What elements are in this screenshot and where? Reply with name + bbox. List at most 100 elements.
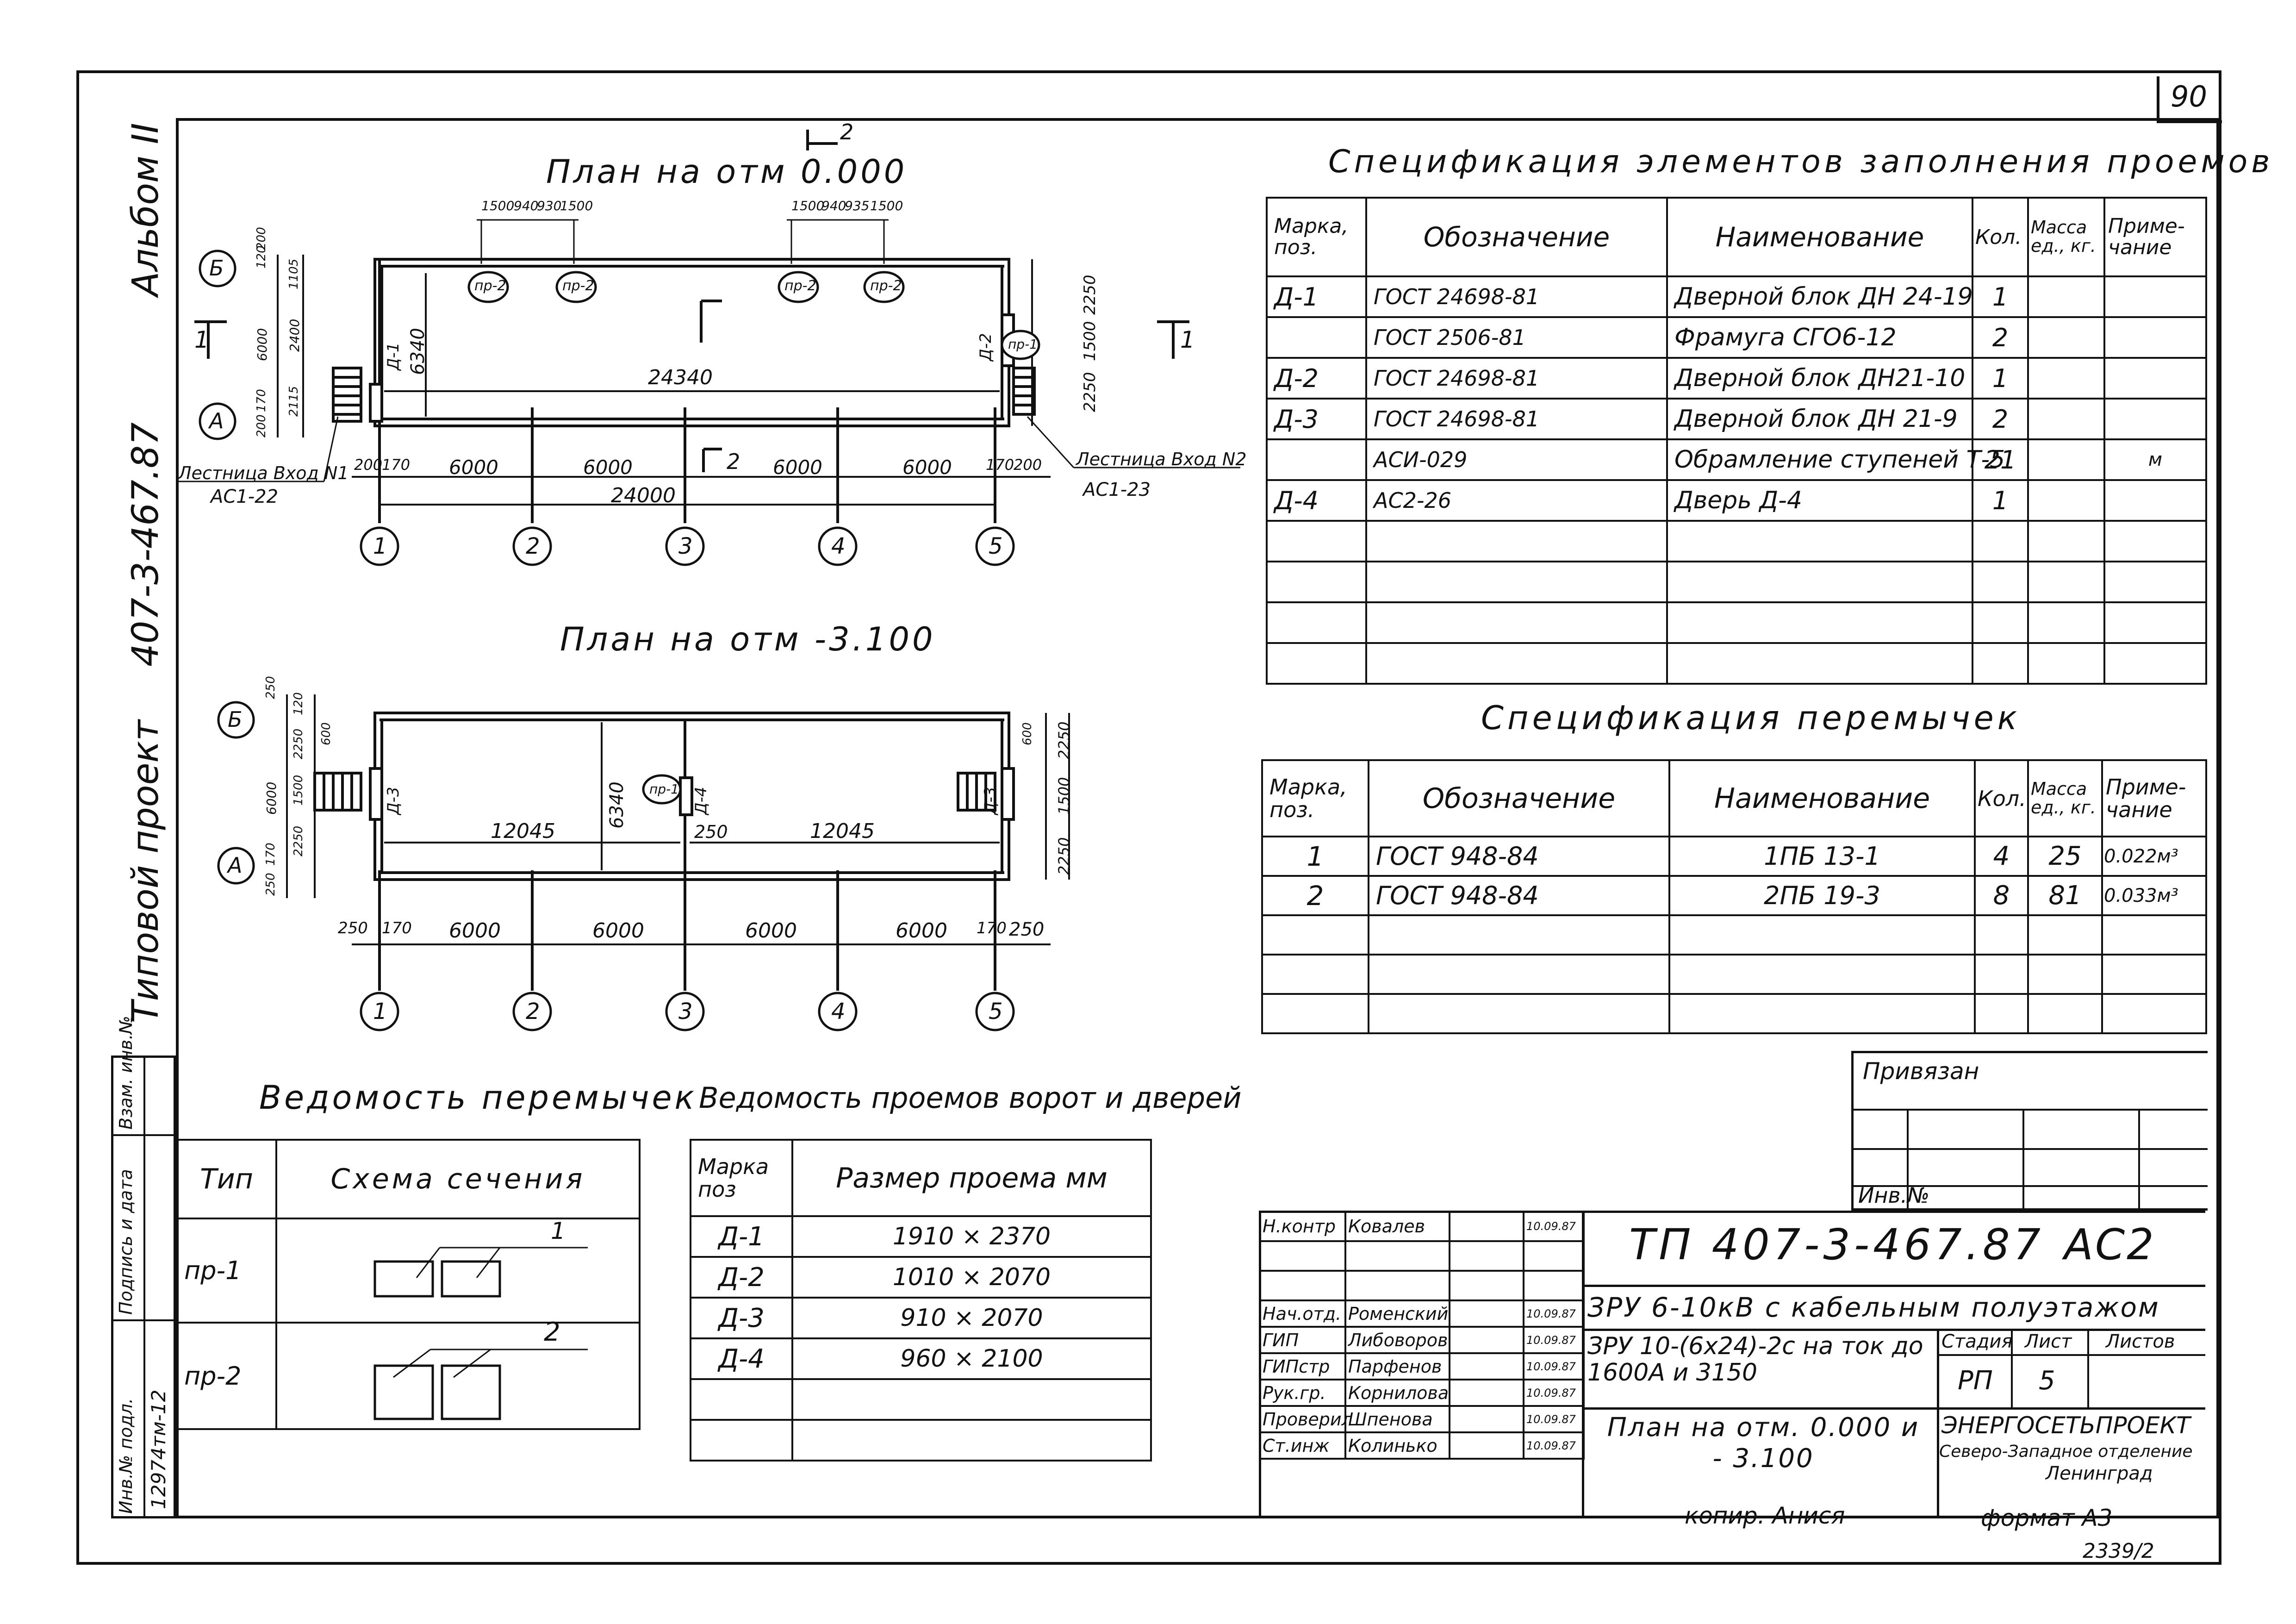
spec-openings-row-cell: [2027, 520, 2105, 562]
staff-role: Ст.инж: [1259, 1431, 1346, 1460]
lintel-callout-2: 2: [544, 1317, 560, 1347]
staff-name: Ковалев: [1344, 1211, 1450, 1242]
spec-lintels-row-cell: [2101, 914, 2207, 956]
staff-date: [1523, 1240, 1585, 1272]
spec-openings-row-cell: 21: [1972, 438, 2029, 481]
spec-openings-header-mass: Масса ед., кг.: [2027, 197, 2105, 277]
footer-archive: 2339/2: [2083, 1539, 2154, 1563]
door-list-row: [690, 1378, 1152, 1421]
spec-openings-row-cell: [1266, 316, 1367, 359]
plan-bottom-dim-bottom-3: 6000: [449, 919, 501, 943]
plan-top-dim-top-3: 930: [537, 198, 562, 213]
opening-pr2-3: пр-2: [784, 278, 816, 294]
spec-openings-row-cell: [2027, 601, 2105, 644]
plan-bottom-dim-left-9: 250: [264, 873, 278, 896]
lintel-list-header-type: Тип: [176, 1139, 277, 1219]
spec-openings-row: [1266, 520, 2207, 562]
staff-name: [1344, 1240, 1450, 1272]
spec-openings-row-cell: [1666, 601, 1973, 644]
title-subtitle: ЗРУ 6-10кВ с кабельным полуэтажом: [1587, 1292, 2160, 1323]
title-block-row-divider: [1582, 1285, 2205, 1287]
door-d3-right-label: Д-3: [981, 787, 1000, 815]
spec-openings-header-row: Марка, поз. Обозначение Наименование Кол…: [1266, 197, 2207, 277]
spec-lintels-header-note: Приме-чание: [2101, 759, 2207, 837]
plan-bottom-dim-bottom-2: 170: [382, 919, 412, 937]
plan-top-dim-top-5: 1500: [791, 198, 825, 213]
staff-date: 10.09.87: [1523, 1211, 1585, 1242]
spec-openings-row-cell: [2103, 357, 2207, 400]
stage-row-divider: [1937, 1354, 2205, 1356]
binding-grid-col: [2138, 1109, 2140, 1211]
spec-lintels-row-cell: 0.033м³: [2101, 875, 2207, 916]
spec-lintels-row-cell: [1974, 954, 2029, 995]
plan-top-dim-bottom-4: 6000: [583, 456, 633, 479]
plan-top-dim-right-2: 1500: [1081, 321, 1099, 361]
spec-lintels-header-row: Марка, поз. Обозначение Наименование Кол…: [1261, 759, 2207, 837]
staff-date: 10.09.87: [1523, 1405, 1585, 1433]
spec-lintels-row-cell: 1: [1261, 836, 1369, 877]
plan-top-axis-3: 3: [678, 533, 693, 559]
door-list-row-cell: 960 × 2100: [791, 1337, 1152, 1380]
title-code: ТП 407-3-467.87: [1629, 1220, 2045, 1269]
plan-bottom-dim-bottom-1: 250: [338, 919, 368, 937]
spec-lintels-row-cell: 1ПБ 13-1: [1668, 836, 1976, 877]
lintel-list-scheme-2: [275, 1322, 641, 1430]
staff-row: [1259, 1240, 1585, 1272]
plan-top-axis-1: 1: [373, 533, 387, 559]
staff-date: 10.09.87: [1523, 1326, 1585, 1354]
spec-openings-row-cell: ГОСТ 24698-81: [1365, 357, 1668, 400]
plan-top-dim-left-7: 170: [255, 389, 268, 412]
lintel-list-header-row: Тип Схема сечения: [176, 1139, 641, 1219]
spec-openings-row-cell: [1365, 642, 1668, 685]
spec-openings-header-designation: Обозначение: [1365, 197, 1668, 277]
plan-top-dim-right-3: 2250: [1081, 372, 1099, 412]
spec-lintels-row-cell: [2101, 993, 2207, 1034]
spec-lintels-row-cell: [2027, 993, 2103, 1034]
spec-openings-row-cell: [1972, 561, 2029, 603]
staff-row: [1259, 1270, 1585, 1301]
door-list-row-cell: 1910 × 2370: [791, 1215, 1152, 1258]
door-list-row-cell: Д-1: [690, 1215, 793, 1258]
spec-openings-row-cell: [2027, 438, 2105, 481]
side-stamp-row2: [111, 1319, 176, 1321]
plan-top-dim-left-3: 1105: [287, 258, 301, 289]
opening-pr2-2: пр-2: [562, 278, 594, 294]
staff-name: Колинько: [1344, 1431, 1450, 1460]
door-list-row-cell: [690, 1419, 793, 1462]
plan-bottom-dim-bottom-5: 6000: [745, 919, 797, 943]
stage-label: Стадия: [1941, 1331, 2013, 1352]
plan-top-dim-length: 24340: [648, 366, 713, 389]
spec-lintels-row-cell: [1261, 993, 1369, 1034]
spec-openings-row-cell: Фрамуга СГО6-12: [1666, 316, 1973, 359]
plan-bottom-dim-mid: 250: [694, 822, 728, 842]
plan-top-dim-top-8: 1500: [870, 198, 903, 213]
lintel-list-scheme-1: [275, 1218, 641, 1324]
binding-grid-line: [1851, 1109, 2208, 1111]
door-list-row-cell: [791, 1378, 1152, 1421]
spec-openings-row: [1266, 642, 2207, 685]
stage-value: РП: [1958, 1366, 1993, 1396]
lintel-list-type-2: пр-2: [176, 1322, 277, 1430]
footer-format: формат А3: [1981, 1505, 2113, 1531]
staff-signature: [1449, 1240, 1524, 1272]
door-list-row-cell: [690, 1378, 793, 1421]
lintel-list-row: пр-2: [176, 1322, 641, 1430]
staff-date: 10.09.87: [1523, 1299, 1585, 1328]
spec-openings-row-cell: [2027, 275, 2105, 318]
spec-openings-row-cell: 1: [1972, 479, 2029, 522]
spec-openings-header-name: Наименование: [1666, 197, 1973, 277]
spec-lintels-row: [1261, 993, 2207, 1034]
door-list-row-cell: Д-2: [690, 1256, 793, 1299]
spec-lintels-row-cell: [1668, 954, 1976, 995]
spec-lintels-row-cell: 8: [1974, 875, 2029, 916]
door-d1-label: Д-1: [384, 342, 403, 370]
spec-openings-row-cell: [1972, 601, 2029, 644]
